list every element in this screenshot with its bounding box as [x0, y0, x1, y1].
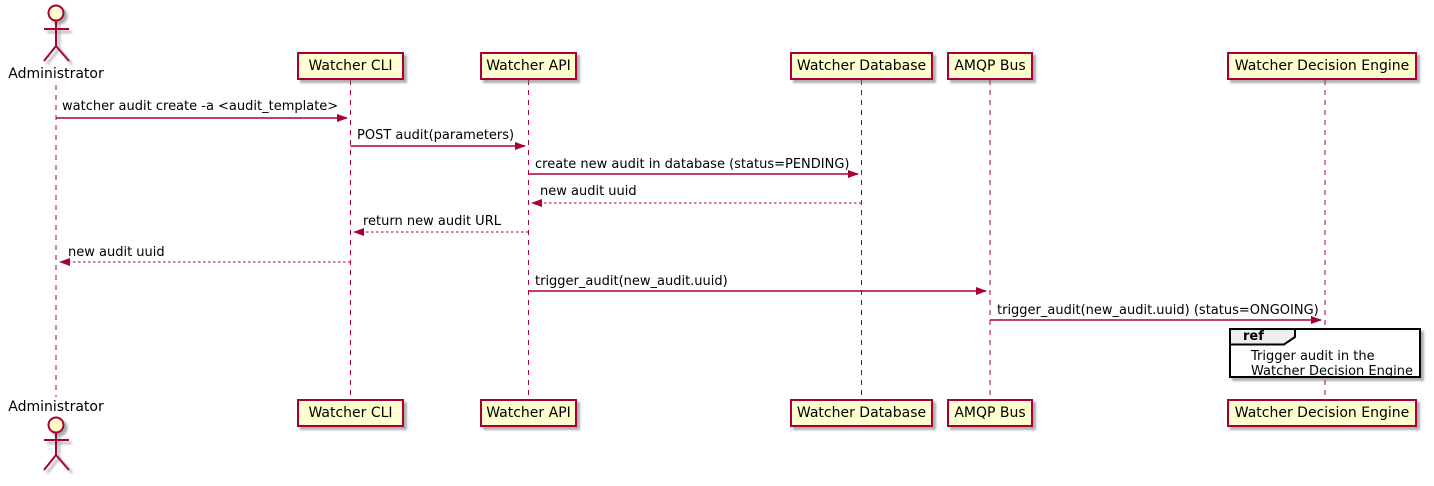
- participant-watcher-database-bottom: Watcher Database: [790, 399, 933, 427]
- participant-watcher-api-bottom: Watcher API: [480, 399, 577, 427]
- ref-line-2: Watcher Decision Engine: [1251, 364, 1413, 379]
- participant-watcher-decision-engine-bottom: Watcher Decision Engine: [1227, 399, 1417, 427]
- ref-keyword: ref: [1243, 329, 1264, 344]
- message-label-0: watcher audit create -a <audit_template>: [62, 99, 339, 114]
- participant-watcher-decision-engine-top: Watcher Decision Engine: [1227, 52, 1417, 80]
- message-arrows: [56, 114, 1322, 324]
- ref-content: Trigger audit in the Watcher Decision En…: [1251, 349, 1413, 379]
- message-label-4: return new audit URL: [363, 214, 501, 229]
- participant-watcher-cli-top: Watcher CLI: [297, 52, 404, 80]
- ref-tab-shape: [1229, 328, 1296, 346]
- message-label-6: trigger_audit(new_audit.uuid): [535, 274, 728, 289]
- message-label-2: create new audit in database (status=PEN…: [535, 157, 850, 172]
- actor-label-top: Administrator: [8, 66, 104, 82]
- ref-tab: ref: [1229, 328, 1299, 346]
- lifelines: [55, 80, 1326, 399]
- actor-figure-top: [43, 4, 70, 62]
- participant-watcher-database-top: Watcher Database: [790, 52, 933, 80]
- message-label-3: new audit uuid: [540, 184, 637, 199]
- message-label-1: POST audit(parameters): [357, 128, 515, 143]
- participant-watcher-cli-bottom: Watcher CLI: [297, 399, 404, 427]
- message-label-7: trigger_audit(new_audit.uuid) (status=ON…: [997, 303, 1319, 318]
- participant-watcher-api-top: Watcher API: [480, 52, 577, 80]
- ref-line-1: Trigger audit in the: [1251, 349, 1375, 364]
- participant-amqp-bus-bottom: AMQP Bus: [947, 399, 1033, 427]
- ref-fragment: ref Trigger audit in the Watcher Decisio…: [1229, 328, 1421, 379]
- actor-label-bottom: Administrator: [8, 399, 104, 415]
- message-label-5: new audit uuid: [68, 245, 165, 260]
- actor-figure-bottom: [43, 416, 70, 471]
- participant-amqp-bus-top: AMQP Bus: [947, 52, 1033, 80]
